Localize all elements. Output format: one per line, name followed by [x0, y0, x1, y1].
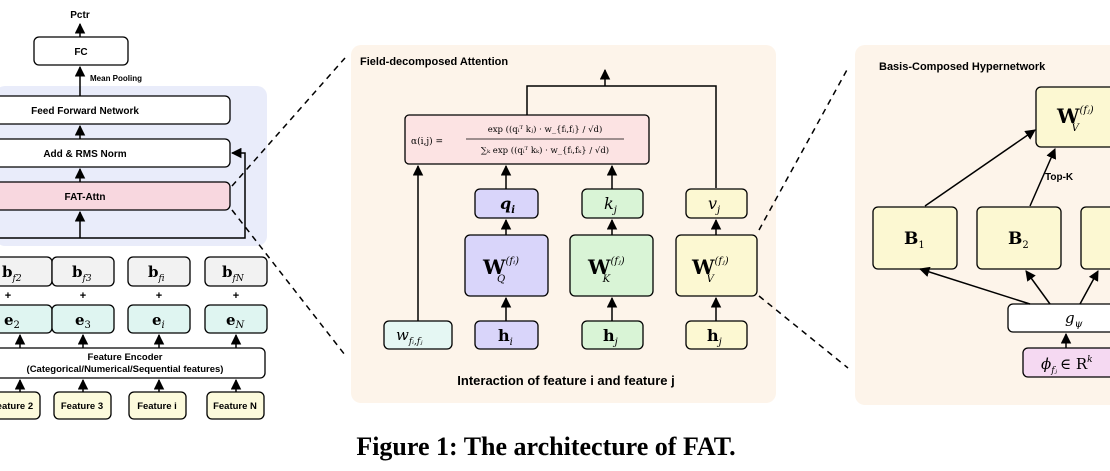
- feature-box-i: [128, 391, 187, 420]
- left-stack: Pctr FC Mean Pooling Feed Forward Networ…: [0, 10, 268, 420]
- zoom-line-right-bottom: [758, 295, 849, 369]
- ffn-label: Feed Forward Network: [31, 106, 139, 117]
- bias-fi: bfi: [148, 263, 165, 284]
- v-label: vj: [708, 194, 720, 216]
- b3-box: [1080, 206, 1110, 270]
- wk-label: W(fⱼ)K: [587, 255, 625, 285]
- embedding-row: e2 e3 ei eN: [0, 304, 268, 334]
- field-decomposed-attention-panel: Field-decomposed Attention α(i,j) = exp …: [351, 45, 776, 403]
- wq-label: W(fᵢ)Q: [482, 255, 519, 285]
- bias-box-f3: [51, 256, 115, 287]
- bias-f2: bf2: [2, 263, 22, 284]
- ffn-box: [0, 95, 231, 125]
- emb-i: ei: [152, 311, 165, 331]
- fc-label: FC: [74, 47, 87, 58]
- feature-box-2: [0, 391, 41, 420]
- phi-box: [1022, 347, 1110, 378]
- emb-N: eN: [226, 311, 246, 331]
- v-box: [685, 188, 748, 219]
- add-norm-label: Add & RMS Norm: [43, 149, 126, 160]
- g-psi-box: [1007, 303, 1110, 333]
- emb-3: e3: [75, 311, 91, 331]
- formula-numerator: exp ((qᵢᵀ kⱼ) · w_{fᵢ,fⱼ} / √d): [488, 124, 603, 135]
- feature-N-label: Feature N: [213, 401, 257, 412]
- bias-fN: bfN: [222, 263, 245, 284]
- topk-label: Top-K: [1045, 172, 1074, 183]
- zoom-line-right-top: [758, 67, 849, 231]
- feature-i-label: Feature i: [137, 401, 177, 412]
- fat-attn-label: FAT-Attn: [65, 192, 106, 203]
- figure-caption: Figure 1: The architecture of FAT.: [356, 432, 735, 461]
- b2-box: [976, 206, 1062, 270]
- formula-denominator: ∑ₖ exp ((qᵢᵀ kₖ) · w_{fᵢ,fₖ} / √d): [481, 145, 609, 156]
- wv-output-box: [1035, 86, 1110, 148]
- feature-2-label: Feature 2: [0, 401, 33, 412]
- b1-label: B1: [904, 229, 925, 251]
- b2-label: B2: [1008, 229, 1029, 251]
- fc-box: [33, 36, 129, 66]
- g-psi-label: gψ: [1065, 309, 1083, 330]
- w-pair-label: wfᵢ,fⱼ: [396, 326, 423, 347]
- emb-box-3: [51, 304, 115, 334]
- plus-sign: +: [5, 290, 11, 302]
- wv-label: W(fⱼ)V: [691, 255, 729, 285]
- mean-pooling-label: Mean Pooling: [90, 74, 142, 83]
- panel-footer: Interaction of feature i and feature j: [457, 373, 674, 388]
- hj-label-v: hj: [707, 326, 722, 348]
- k-label: kj: [604, 194, 617, 216]
- feature-box-N: [206, 391, 265, 420]
- emb-box-i: [127, 304, 191, 334]
- feature-encoder-sublabel: (Categorical/Numerical/Sequential featur…: [27, 364, 224, 375]
- feature-box-3: [53, 391, 112, 420]
- panel-title-right: Basis-Composed Hypernetwork: [879, 61, 1046, 73]
- plus-sign: +: [80, 290, 86, 302]
- bias-f3: bf3: [72, 263, 92, 284]
- zoom-line-bottom: [231, 209, 346, 356]
- add-norm-box: [0, 138, 231, 168]
- fat-attn-box: [0, 181, 231, 211]
- emb-box-N: [204, 304, 268, 334]
- feature-row: Feature 2 Feature 3 Feature i Feature N: [0, 391, 265, 420]
- emb-2: e2: [4, 311, 20, 331]
- feature-3-label: Feature 3: [61, 401, 103, 412]
- bias-row: bf2 bf3 bfi bfN: [0, 256, 268, 287]
- bias-box-fi: [127, 256, 191, 287]
- formula-lhs: α(i,j) =: [411, 136, 443, 147]
- phi-label: ϕfⱼ∈ Rk: [1041, 355, 1093, 376]
- wv-output-label: W(fⱼ)V: [1056, 104, 1094, 134]
- feature-encoder-box: [0, 347, 266, 379]
- plus-sign: +: [156, 290, 162, 302]
- hi-label: hi: [498, 326, 513, 348]
- plus-sign: +: [233, 290, 239, 302]
- panel-title: Field-decomposed Attention: [360, 56, 508, 68]
- b1-box: [872, 206, 958, 270]
- hj-label-k: hj: [603, 326, 618, 348]
- plus-row: + + + +: [5, 290, 239, 302]
- q-label: qi: [500, 194, 515, 216]
- pctr-label: Pctr: [70, 10, 90, 21]
- basis-composed-hypernetwork-panel: Basis-Composed Hypernetwork W(fⱼ)V Top-K…: [855, 45, 1110, 405]
- attention-formula-box: [404, 114, 650, 165]
- feature-encoder-label: Feature Encoder: [88, 352, 163, 363]
- bias-box-fN: [204, 256, 268, 287]
